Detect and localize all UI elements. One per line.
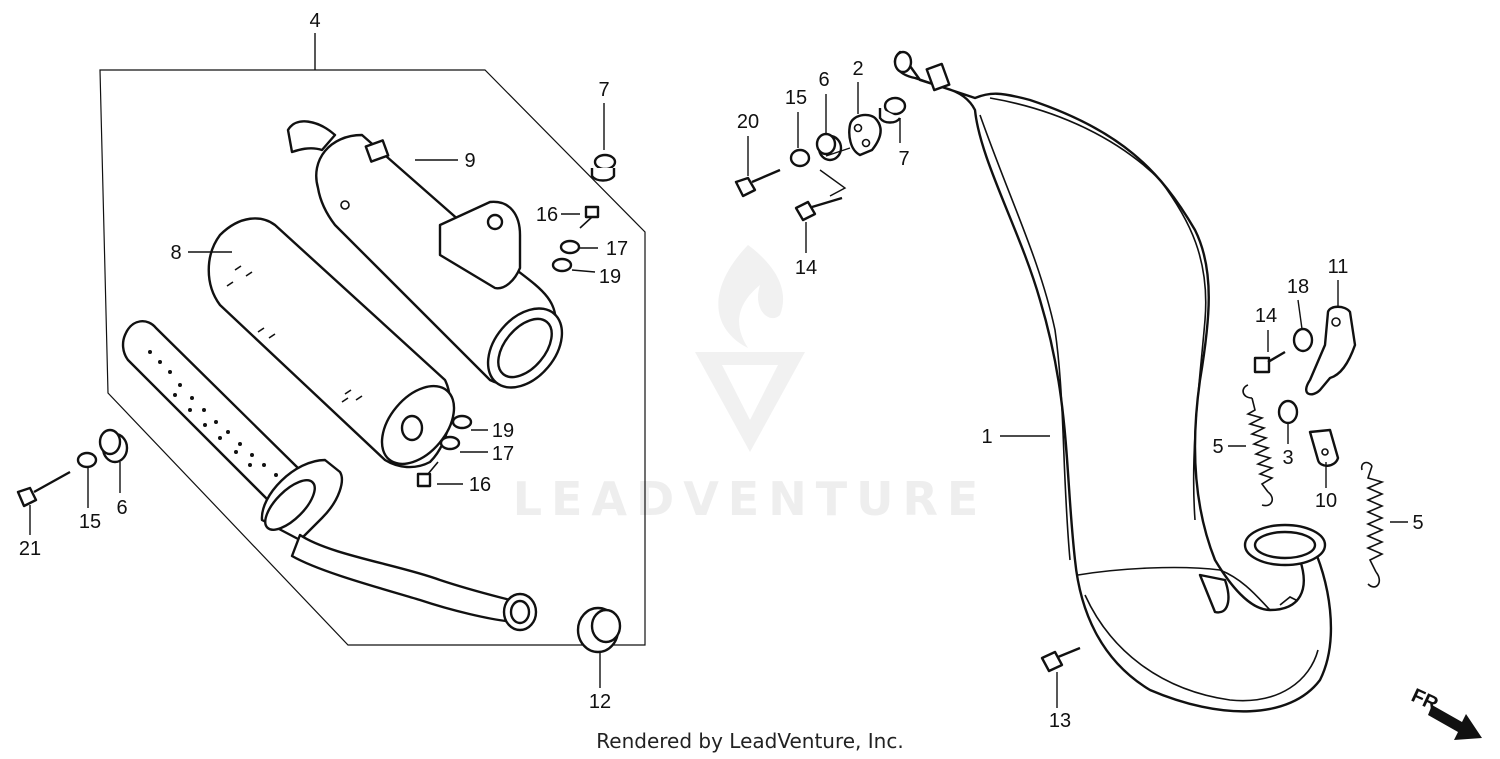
callout-16: 16 bbox=[469, 474, 491, 496]
bolt-16-lower bbox=[416, 461, 439, 488]
muffler-packing bbox=[207, 217, 456, 469]
callout-12: 12 bbox=[589, 691, 611, 713]
bracket-10 bbox=[1308, 428, 1340, 467]
callout-labels: 4 7 9 16 17 19 8 19 17 16 21 15 6 12 20 … bbox=[19, 10, 1424, 732]
callout-18: 18 bbox=[1287, 276, 1309, 298]
muffler-assembly-box bbox=[99, 69, 646, 646]
callout-15: 15 bbox=[785, 87, 807, 109]
rubber-grommet-7-right bbox=[878, 96, 907, 124]
bolt-16-upper bbox=[579, 205, 600, 229]
bolt-20 bbox=[734, 168, 781, 198]
bracket-11 bbox=[1305, 305, 1357, 396]
callout-11: 11 bbox=[1328, 256, 1349, 278]
callout-21: 21 bbox=[19, 538, 41, 560]
washer-15-left bbox=[76, 451, 98, 469]
callout-4: 4 bbox=[309, 10, 320, 32]
collar-3 bbox=[1277, 399, 1299, 425]
callout-13: 13 bbox=[1049, 710, 1071, 732]
callout-6: 6 bbox=[116, 497, 127, 519]
callout-7: 7 bbox=[898, 148, 909, 170]
callout-7: 7 bbox=[598, 79, 609, 101]
callout-20: 20 bbox=[737, 111, 759, 133]
bolt-14-lower bbox=[1253, 350, 1286, 374]
callout-14: 14 bbox=[1255, 305, 1277, 327]
washer-19-lower bbox=[451, 414, 473, 430]
callout-15: 15 bbox=[79, 511, 101, 533]
callout-19: 19 bbox=[492, 420, 514, 442]
callout-9: 9 bbox=[464, 150, 475, 172]
watermark-text: LEADVENTURE bbox=[513, 472, 988, 526]
exhaust-cap-12 bbox=[576, 606, 622, 654]
callout-17: 17 bbox=[606, 238, 628, 260]
washer-15-right bbox=[789, 148, 811, 168]
bolt-14-upper bbox=[794, 196, 843, 222]
callout-3: 3 bbox=[1282, 447, 1293, 469]
muffler-rear-shell bbox=[286, 120, 564, 389]
leader-lines bbox=[29, 82, 1408, 708]
washer-17-upper bbox=[559, 239, 581, 255]
callout-6: 6 bbox=[818, 69, 829, 91]
expansion-chamber bbox=[893, 50, 1333, 713]
washer-17-lower bbox=[439, 435, 461, 451]
callout-8: 8 bbox=[170, 242, 181, 264]
rubber-grommet-7-left bbox=[590, 153, 617, 182]
washer-18 bbox=[1292, 327, 1314, 353]
washer-19-upper bbox=[551, 257, 573, 273]
callout-19: 19 bbox=[599, 266, 621, 288]
callout-5: 5 bbox=[1212, 436, 1223, 458]
callout-5: 5 bbox=[1412, 512, 1423, 534]
callout-1: 1 bbox=[981, 426, 992, 448]
spring-5-left bbox=[1242, 384, 1275, 507]
muffler-inner-pipe bbox=[121, 320, 538, 632]
callout-17: 17 bbox=[492, 443, 514, 465]
callout-16: 16 bbox=[536, 204, 558, 226]
callout-14: 14 bbox=[795, 257, 817, 279]
bolt-13 bbox=[1040, 646, 1081, 673]
rubber-damper-6-left bbox=[98, 428, 129, 464]
bracket-2 bbox=[848, 113, 882, 157]
watermark-logo bbox=[695, 245, 805, 452]
spring-5-right bbox=[1360, 461, 1385, 588]
bolt-21 bbox=[16, 470, 71, 508]
credit-text: Rendered by LeadVenture, Inc. bbox=[596, 729, 904, 753]
callout-2: 2 bbox=[852, 58, 863, 80]
callout-10: 10 bbox=[1315, 490, 1337, 512]
rubber-damper-6-right bbox=[815, 132, 843, 162]
front-arrow-icon bbox=[1428, 705, 1482, 740]
